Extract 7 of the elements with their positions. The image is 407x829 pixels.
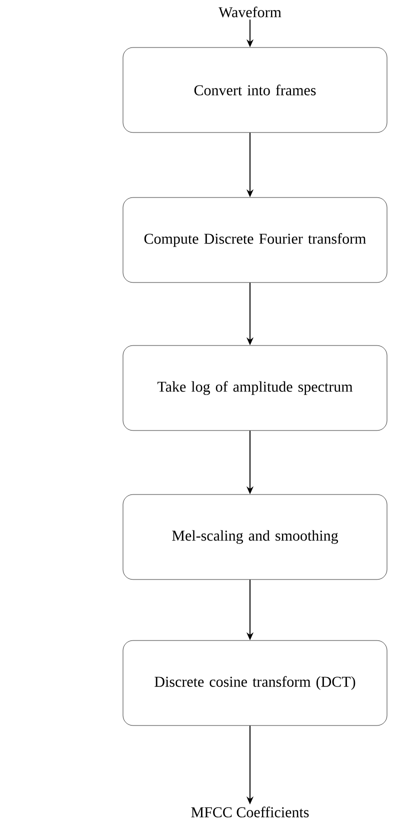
- process-box: Discrete cosine transform (DCT): [122, 640, 388, 726]
- terminal-label: MFCC Coefficients: [191, 806, 309, 818]
- process-box: Compute Discrete Fourier transform: [122, 197, 388, 283]
- terminal-label: Waveform: [218, 6, 282, 18]
- process-box: Take log of amplitude spectrum: [122, 345, 388, 431]
- process-box: Convert into frames: [122, 47, 388, 133]
- process-box: Mel-scaling and smoothing: [122, 494, 388, 580]
